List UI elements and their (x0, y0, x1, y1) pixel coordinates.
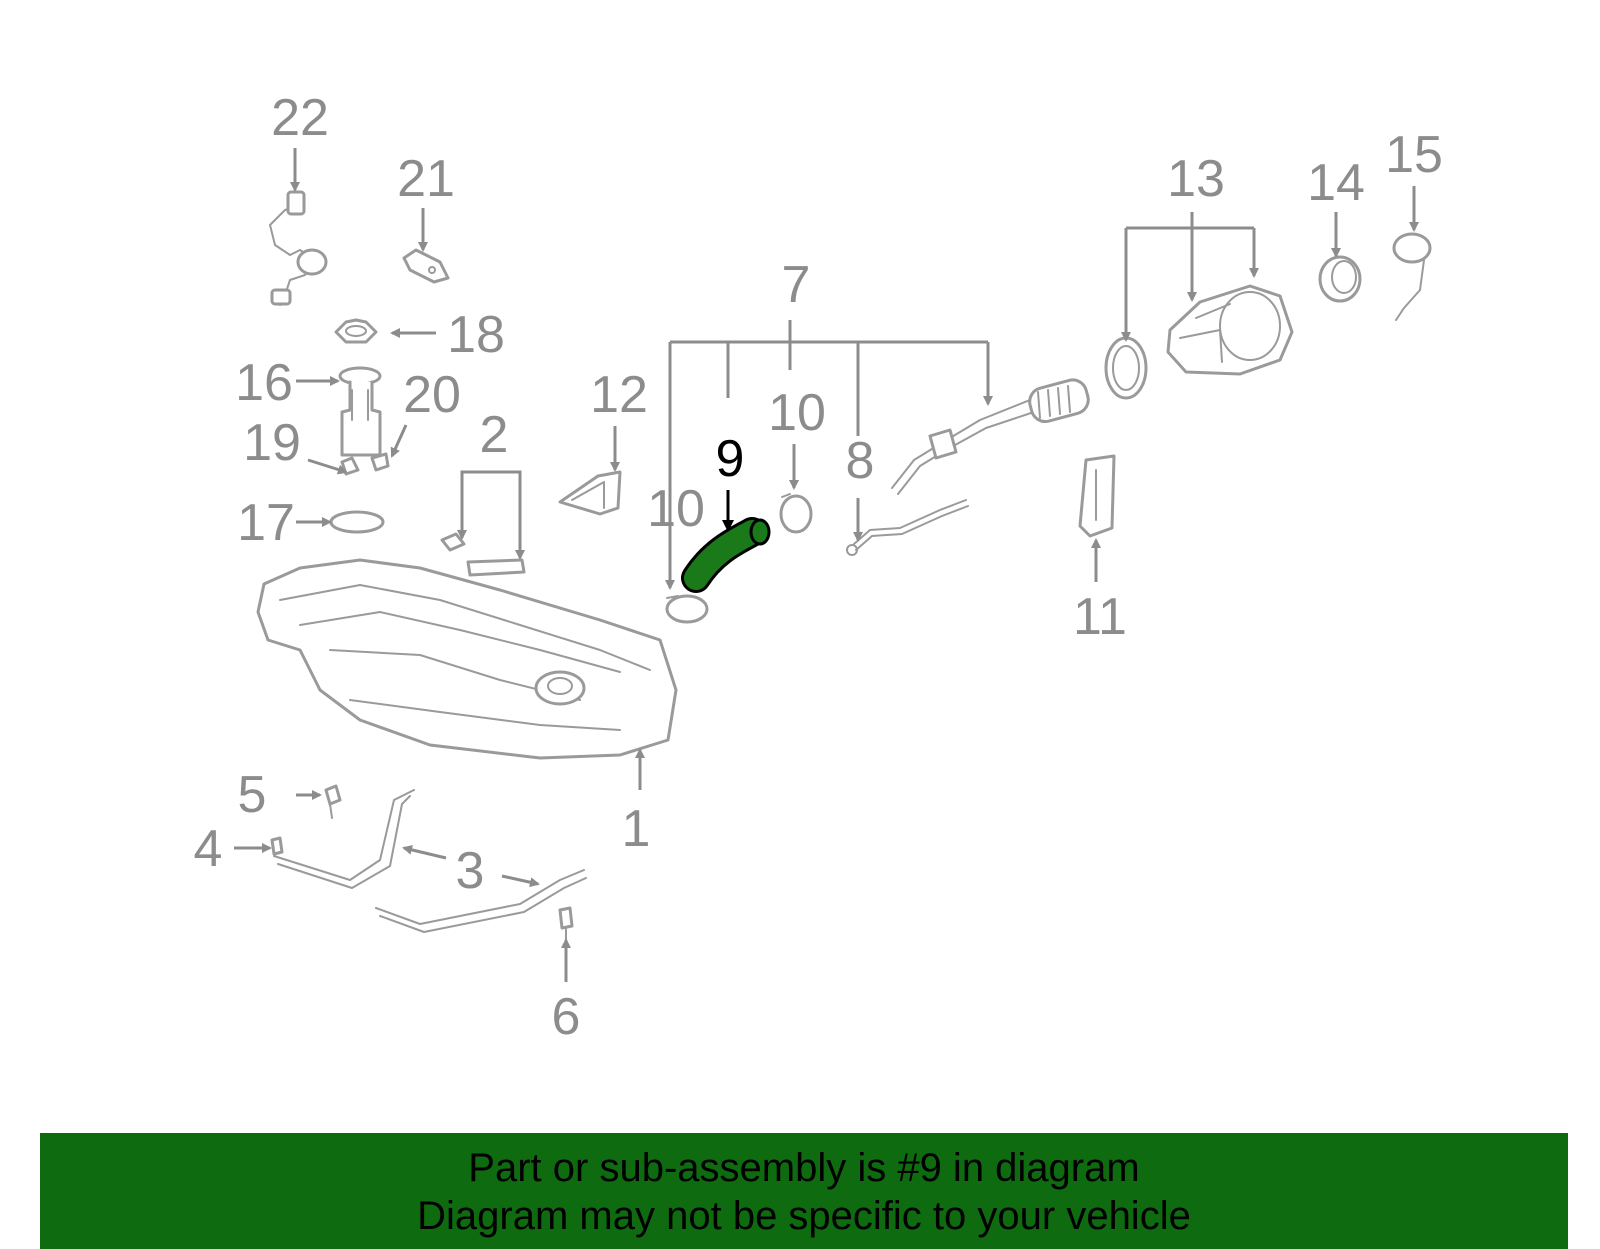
part-5-bolt (324, 784, 342, 819)
part-6-bolt (558, 906, 574, 941)
part-10-clamp-lower (665, 594, 709, 624)
callout-17: 17 (237, 494, 295, 552)
parts-diagram: 22 21 18 16 20 19 17 2 12 7 10 10 9 8 11… (194, 89, 1443, 1046)
callout-11: 11 (1073, 588, 1127, 646)
part-17-seal (329, 510, 385, 534)
part-12-shield (558, 470, 622, 516)
part-15-fuel-cap (1392, 232, 1432, 321)
callout-8: 8 (846, 432, 875, 490)
part-11-bracket (1078, 454, 1116, 538)
part-1-fuel-tank (256, 558, 678, 760)
callout-16: 16 (235, 354, 293, 412)
banner-line-disclaimer: Diagram may not be specific to your vehi… (417, 1194, 1191, 1238)
part-14-filler-neck-seal (1318, 255, 1362, 303)
callout-13: 13 (1167, 150, 1225, 208)
callout-1: 1 (622, 800, 651, 858)
banner-line-part: Part or sub-assembly is #9 in diagram (468, 1146, 1140, 1190)
callout-labels: 22 21 18 16 20 19 17 2 12 7 10 10 9 8 11… (194, 89, 1443, 1046)
part-9-hose (681, 517, 771, 593)
callout-10-upper: 10 (768, 384, 826, 442)
callout-7: 7 (782, 256, 811, 314)
part-10-clamp-upper (779, 493, 813, 534)
callout-9: 9 (716, 430, 745, 488)
callout-20: 20 (403, 366, 461, 424)
callout-6: 6 (552, 988, 581, 1046)
part-3-straps (273, 789, 587, 933)
part-13-filler-housing (1166, 284, 1294, 376)
part-4-bolt (270, 836, 284, 856)
callout-15: 15 (1385, 126, 1443, 184)
callout-19: 19 (243, 414, 301, 472)
callout-22: 22 (271, 89, 329, 147)
part-13-gasket (1104, 336, 1148, 400)
callout-4: 4 (194, 820, 223, 878)
part-22-sender-harness (269, 189, 328, 306)
callout-2: 2 (480, 406, 509, 464)
part-16-fuel-pump-module (338, 366, 382, 457)
callout-18: 18 (447, 306, 505, 364)
callout-3: 3 (456, 842, 485, 900)
part-8-vent-tube (846, 499, 969, 556)
callout-14: 14 (1307, 154, 1365, 212)
callout-5: 5 (238, 766, 267, 824)
callout-10-lower: 10 (647, 480, 705, 538)
leader-lines (234, 148, 1419, 982)
part-2-pads (440, 532, 526, 577)
part-21-clip (402, 248, 450, 284)
callout-12: 12 (590, 366, 648, 424)
part-18-lock-ring (334, 318, 378, 344)
info-banner: Part or sub-assembly is #9 in diagram Di… (40, 1133, 1568, 1249)
callout-21: 21 (397, 150, 455, 208)
part-7-filler-pipe (891, 378, 1090, 495)
part-19-20-strainer (340, 452, 390, 476)
